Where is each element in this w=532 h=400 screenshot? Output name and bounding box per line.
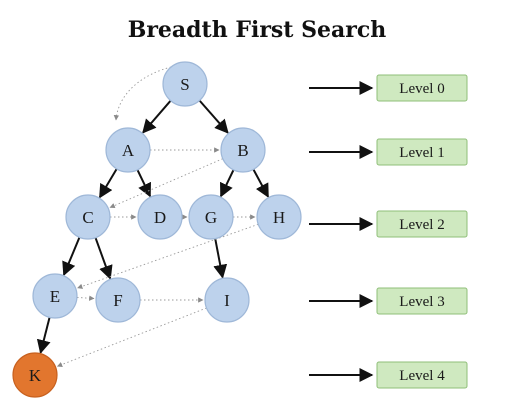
level-label-0: Level 0: [399, 81, 444, 97]
node-D: D: [137, 194, 183, 240]
level-box-0: [376, 74, 468, 102]
node-label-F: F: [113, 291, 122, 310]
level-2: Level 2: [309, 210, 468, 238]
edge-B-H: [252, 168, 269, 198]
level-label-1: Level 1: [399, 145, 444, 161]
level-label-2: Level 2: [399, 217, 444, 233]
node-label-D: D: [154, 208, 166, 227]
node-G: G: [188, 194, 234, 240]
level-0: Level 0: [309, 74, 468, 102]
node-label-B: B: [237, 141, 248, 160]
node-circle-K: [12, 352, 58, 398]
node-circle-C: [65, 194, 111, 240]
node-B: B: [220, 127, 266, 173]
node-I: I: [204, 277, 250, 323]
edge-A-D: [136, 169, 152, 198]
node-circle-A: [105, 127, 151, 173]
level-4: Level 4: [309, 361, 468, 389]
edge-C-E: [62, 236, 81, 277]
node-label-E: E: [50, 287, 60, 306]
tree-nodes: S A B C D G H E F I K: [12, 61, 302, 398]
node-label-C: C: [82, 208, 93, 227]
traversal-B-C: [109, 158, 223, 209]
level-box-1: [376, 138, 468, 166]
node-circle-S: [162, 61, 208, 107]
edge-S-A: [142, 100, 172, 134]
edge-A-C: [98, 168, 118, 199]
node-circle-D: [137, 194, 183, 240]
level-label-4: Level 4: [399, 368, 445, 384]
node-circle-E: [32, 273, 78, 319]
level-legend: Level 0 Level 1 Level 2 Level 3 Level 4: [309, 74, 468, 389]
node-F: F: [95, 277, 141, 323]
edge-B-G: [219, 169, 235, 198]
edge-S-B: [198, 99, 229, 134]
traversal-I-K: [56, 307, 207, 368]
node-label-I: I: [224, 291, 230, 310]
node-circle-I: [204, 277, 250, 323]
tree-edges: [36, 99, 269, 355]
node-K: K: [12, 352, 58, 398]
node-H: H: [256, 194, 302, 240]
level-3: Level 3: [309, 287, 468, 315]
level-box-4: [376, 361, 468, 389]
edge-C-F: [94, 237, 113, 280]
level-1: Level 1: [309, 138, 468, 166]
node-circle-H: [256, 194, 302, 240]
node-circle-G: [188, 194, 234, 240]
node-label-S: S: [180, 75, 189, 94]
level-box-2: [376, 210, 468, 238]
node-S: S: [162, 61, 208, 107]
node-label-G: G: [205, 208, 217, 227]
traversal-path: [56, 65, 259, 368]
node-label-H: H: [273, 208, 285, 227]
traversal-E-F: [76, 295, 95, 301]
node-circle-B: [220, 127, 266, 173]
edge-G-I: [213, 238, 228, 279]
level-label-3: Level 3: [399, 294, 444, 310]
node-label-A: A: [122, 141, 135, 160]
level-box-3: [376, 287, 468, 315]
node-C: C: [65, 194, 111, 240]
node-A: A: [105, 127, 151, 173]
node-circle-F: [95, 277, 141, 323]
node-E: E: [32, 273, 78, 319]
edge-E-K: [36, 317, 51, 355]
node-label-K: K: [29, 366, 42, 385]
diagram-title: Breadth First Search: [128, 17, 387, 43]
